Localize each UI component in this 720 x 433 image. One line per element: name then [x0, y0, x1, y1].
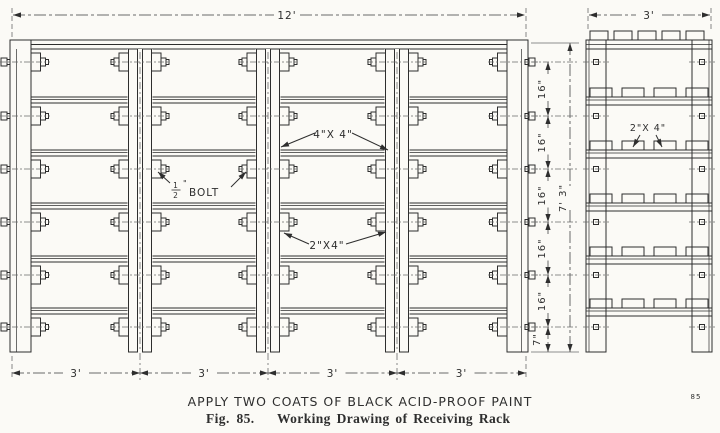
side-post-right — [691, 39, 713, 353]
post-size-leader-right-arrowhead — [379, 144, 388, 150]
side-slat-end-2-3 — [685, 140, 709, 151]
dim-line-height-2-arrowhead — [545, 214, 551, 222]
side-slat-end-5-0 — [589, 298, 613, 309]
side-slat-end-5-2 — [653, 298, 677, 309]
dim-line-bay-0-arrowhead — [12, 370, 20, 376]
front-post-2a — [256, 48, 266, 353]
side-slat-end-top-4 — [685, 30, 705, 41]
dim-label-bay-1: 3' — [198, 368, 210, 380]
dim-label-height-1: 16" — [537, 132, 548, 152]
dim-label-height-3: 16" — [537, 238, 548, 258]
side-slat-end-2-2 — [653, 140, 677, 151]
dim-line-overall-height-arrowhead — [567, 344, 573, 352]
side-post-left — [585, 39, 607, 353]
caption-paint: APPLY TWO COATS OF BLACK ACID-PROOF PAIN… — [188, 394, 533, 409]
dim-label-height-0: 16" — [537, 79, 548, 99]
side-slat-end-top-3 — [661, 30, 681, 41]
post-size-label: 4"X 4" — [313, 129, 353, 141]
bolt-label-word: BOLT — [189, 187, 219, 199]
side-slat-end-2-1 — [621, 140, 645, 151]
dim-label-bay-2: 3' — [327, 368, 339, 380]
dim-line-bay-3-arrowhead — [397, 370, 405, 376]
side-slat-end-1-3 — [685, 87, 709, 98]
bolt-label-numerator: 1 — [173, 181, 179, 190]
side-slat-end-4-2 — [653, 246, 677, 257]
dim-line-bay-1-arrowhead — [140, 370, 148, 376]
rail-size-label: 2"X4" — [309, 240, 344, 252]
front-post-1a — [128, 48, 138, 353]
dim-line-height-2-arrowhead — [545, 169, 551, 177]
front-post-1b — [142, 48, 152, 353]
side-slat-end-top-1 — [613, 30, 633, 41]
side-slat-end-1-2 — [653, 87, 677, 98]
dim-line-bay-0-arrowhead — [132, 370, 140, 376]
front-post-right — [506, 39, 529, 353]
page-number: 85 — [691, 393, 702, 401]
dim-line-bay-2-arrowhead — [389, 370, 397, 376]
front-post-2b — [270, 48, 280, 353]
side-slat-end-3-0 — [589, 193, 613, 204]
dim-line-height-1-arrowhead — [545, 116, 551, 124]
dim-line-bay-3-arrowhead — [518, 370, 526, 376]
side-rail-size-label: 2"X 4" — [630, 123, 666, 134]
dim-line-overall-height-arrowhead — [567, 43, 573, 51]
dim-line-height-4-arrowhead — [545, 275, 551, 283]
bolt-label-unit-mark: " — [183, 179, 188, 188]
dim-line-overall-width-arrowhead — [13, 12, 21, 18]
side-slat-end-5-3 — [685, 298, 709, 309]
dim-line-bay-1-arrowhead — [260, 370, 268, 376]
dim-label-height-4: 16" — [537, 291, 548, 311]
side-slat-end-3-1 — [621, 193, 645, 204]
post-size-leader-left-arrowhead — [281, 141, 290, 147]
dim-label-side-width: 3' — [643, 10, 655, 22]
side-slat-end-4-0 — [589, 246, 613, 257]
dim-line-height-4-arrowhead — [545, 319, 551, 327]
rail-size-leader-right-arrowhead — [377, 231, 386, 237]
dim-line-height-3-arrowhead — [545, 222, 551, 230]
dim-line-bay-2-arrowhead — [268, 370, 276, 376]
dim-label-overall-height: 7' 3" — [558, 184, 569, 212]
side-slat-end-1-0 — [589, 87, 613, 98]
side-slat-end-3-2 — [653, 193, 677, 204]
dim-line-side-width-arrowhead — [589, 12, 597, 18]
dim-line-height-5-arrowhead — [545, 344, 551, 352]
front-post-3a — [385, 48, 395, 353]
caption-fig-title: Working Drawing of Receiving Rack — [277, 411, 511, 426]
front-post-3b — [399, 48, 409, 353]
dim-line-height-3-arrowhead — [545, 267, 551, 275]
dim-line-height-0-arrowhead — [545, 108, 551, 116]
side-slat-end-4-3 — [685, 246, 709, 257]
front-post-left — [9, 39, 32, 353]
side-rail-leader-right-arrowhead — [656, 138, 662, 147]
rail-size-leader-left-arrowhead — [284, 233, 293, 239]
bolt-leader-right-arrowhead — [238, 172, 246, 180]
side-rail-3 — [585, 202, 713, 212]
side-slat-end-5-1 — [621, 298, 645, 309]
side-rail-4 — [585, 255, 713, 265]
side-rail-5 — [585, 307, 713, 317]
side-slat-end-top-0 — [589, 30, 609, 41]
dim-line-side-width-arrowhead — [702, 12, 710, 18]
side-rail-1 — [585, 96, 713, 106]
dim-label-bay-3: 3' — [456, 368, 468, 380]
side-slat-end-top-2 — [637, 30, 657, 41]
caption-fig-number: Fig. 85. — [206, 411, 255, 426]
bolt-leader-left-arrowhead — [158, 172, 166, 180]
dim-label-height-5: 7" — [532, 333, 543, 346]
dim-label-overall-width: 12' — [277, 10, 296, 22]
dim-line-height-1-arrowhead — [545, 161, 551, 169]
side-slat-end-1-1 — [621, 87, 645, 98]
dim-line-height-0-arrowhead — [545, 62, 551, 70]
dim-label-height-2: 16" — [537, 185, 548, 205]
side-slat-end-4-1 — [621, 246, 645, 257]
side-slat-end-2-0 — [589, 140, 613, 151]
side-rail-leader-left-arrowhead — [633, 138, 640, 147]
side-rail-2 — [585, 149, 713, 159]
bolt-label-denominator: 2 — [173, 191, 179, 200]
side-slat-end-3-3 — [685, 193, 709, 204]
dim-label-bay-0: 3' — [70, 368, 82, 380]
dim-line-height-5-arrowhead — [545, 327, 551, 335]
dim-line-overall-width-arrowhead — [517, 12, 525, 18]
